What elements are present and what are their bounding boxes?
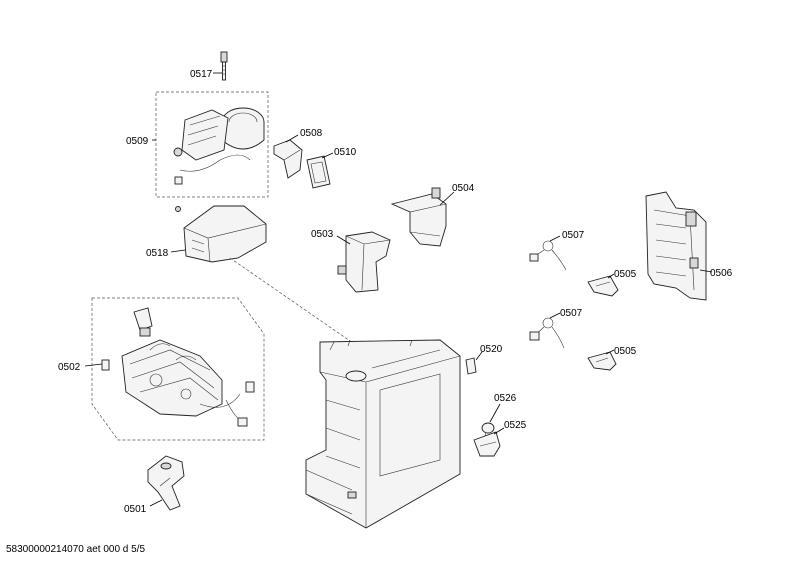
alignment-line bbox=[229, 257, 367, 353]
label-0525: 0525 bbox=[504, 420, 527, 431]
part-0520-clip[interactable] bbox=[465, 357, 477, 375]
label-0505-b: 0505 bbox=[614, 346, 637, 357]
part-0525-bracket[interactable] bbox=[473, 431, 501, 457]
part-0505-catch-upper[interactable] bbox=[587, 275, 619, 297]
label-0518: 0518 bbox=[146, 248, 169, 259]
part-0507-spring-lower[interactable] bbox=[529, 317, 565, 349]
part-0504-chute[interactable] bbox=[390, 187, 447, 247]
label-0504: 0504 bbox=[452, 183, 475, 194]
part-0507-spring-upper[interactable] bbox=[529, 240, 567, 271]
label-0520: 0520 bbox=[480, 344, 503, 355]
label-0506: 0506 bbox=[710, 268, 733, 279]
part-0510-gasket[interactable] bbox=[306, 155, 331, 189]
part-0503-bracket[interactable] bbox=[337, 231, 391, 293]
label-0517: 0517 bbox=[190, 69, 213, 80]
part-0501-spout[interactable] bbox=[147, 455, 185, 511]
part-0506-circuit-board[interactable] bbox=[645, 191, 707, 301]
part-0517-screw[interactable] bbox=[220, 51, 228, 81]
part-0508-funnel[interactable] bbox=[273, 139, 303, 179]
label-0507-a: 0507 bbox=[562, 230, 585, 241]
part-0502-brew-unit[interactable] bbox=[101, 307, 255, 427]
label-0508: 0508 bbox=[300, 128, 323, 139]
label-0510: 0510 bbox=[334, 147, 357, 158]
label-0503: 0503 bbox=[311, 229, 334, 240]
label-0507-b: 0507 bbox=[560, 308, 583, 319]
part-0518-housing[interactable] bbox=[175, 205, 267, 263]
label-0509: 0509 bbox=[126, 136, 149, 147]
label-0501: 0501 bbox=[124, 504, 147, 515]
group-box-0502 bbox=[91, 297, 265, 441]
label-0502: 0502 bbox=[58, 362, 81, 373]
document-footer: 58300000214070 aet 000 d 5/5 bbox=[6, 544, 146, 555]
label-0505-a: 0505 bbox=[614, 269, 637, 280]
part-0505-catch-lower[interactable] bbox=[587, 351, 617, 371]
group-box-0509 bbox=[155, 91, 269, 198]
part-main-frame[interactable] bbox=[305, 339, 461, 529]
label-0526: 0526 bbox=[494, 393, 517, 404]
part-0509-grinder-motor[interactable] bbox=[173, 107, 265, 185]
